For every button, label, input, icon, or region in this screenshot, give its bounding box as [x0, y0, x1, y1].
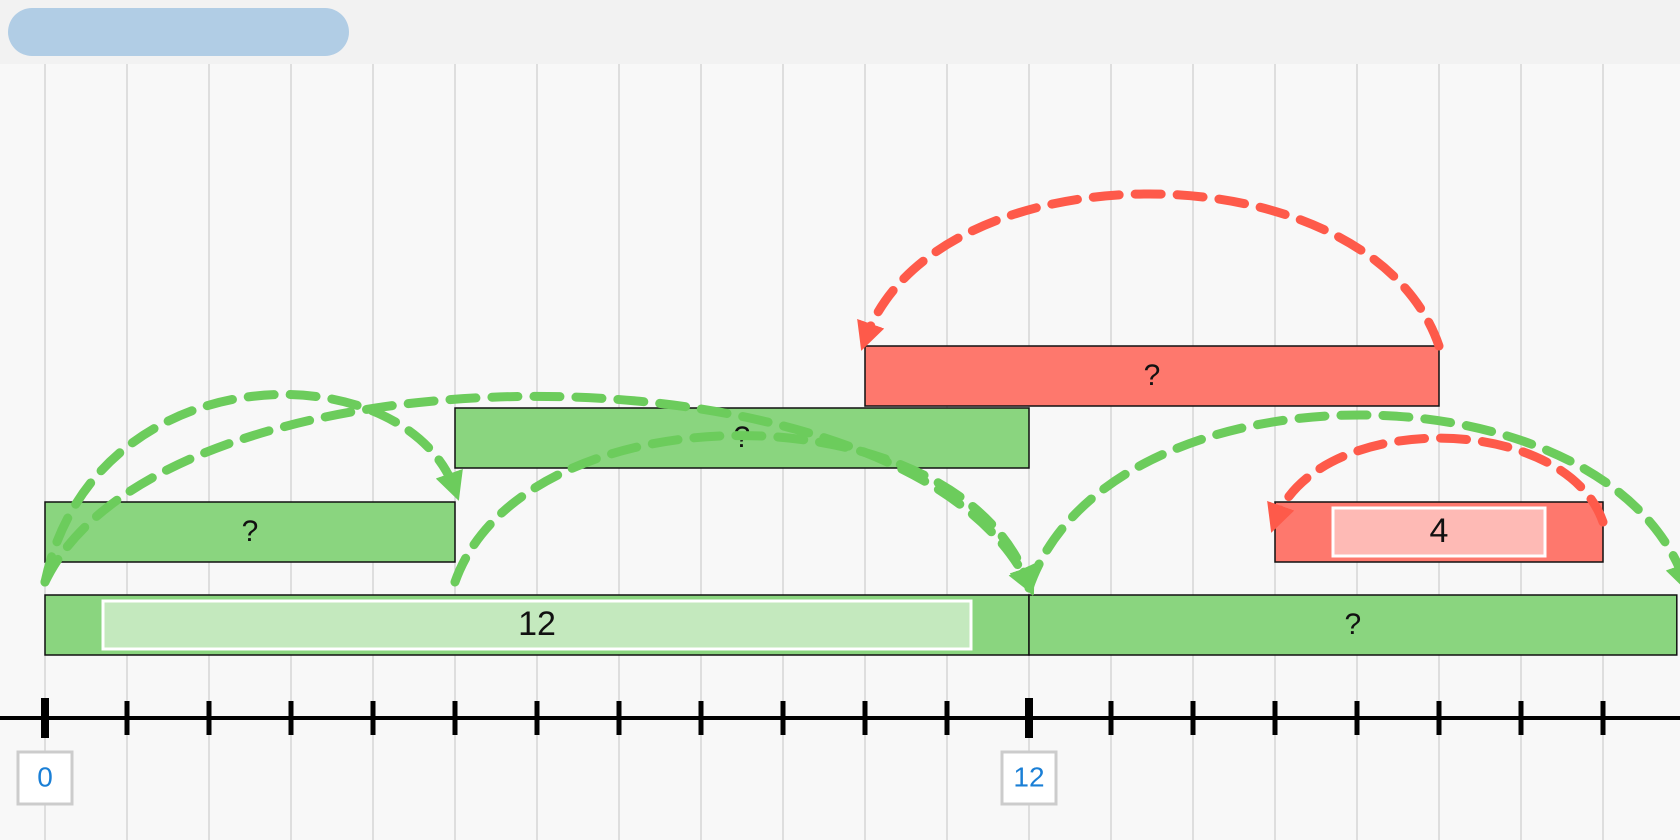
- tick-label-0[interactable]: 0: [16, 750, 74, 806]
- jump-arc-green[interactable]: [40, 391, 1035, 596]
- bar-label: 12: [518, 605, 556, 643]
- bar-green-low[interactable]: ?: [44, 501, 456, 563]
- bar-red-top[interactable]: ?: [864, 345, 1440, 407]
- tick-label-text: 0: [37, 761, 53, 792]
- bar-label: ?: [1144, 359, 1161, 392]
- tick-label-box: [1000, 750, 1058, 806]
- bar-label: 4: [1430, 512, 1449, 550]
- tick-label-box: [16, 750, 74, 806]
- bar-rect: [864, 345, 1440, 407]
- number-line-axis: [0, 698, 1680, 738]
- tick-labels: 0 12: [16, 750, 1058, 806]
- bar-value-box: [1331, 506, 1547, 558]
- bar-label: ?: [1345, 608, 1362, 641]
- tick-label-12[interactable]: 12: [1000, 750, 1058, 806]
- jump-arcs: [40, 189, 1680, 596]
- bar-rect: [1028, 594, 1678, 656]
- jump-arc-green[interactable]: [40, 390, 463, 587]
- bar-red-small[interactable]: 4: [1274, 501, 1604, 563]
- bar-value-box: [101, 599, 973, 651]
- toolbar-pill-button[interactable]: [8, 8, 349, 56]
- jump-arc-red[interactable]: [1267, 433, 1608, 533]
- jump-arc-green[interactable]: [1024, 410, 1680, 593]
- bar-base-left[interactable]: 12: [44, 594, 1030, 656]
- bar-base-right[interactable]: ?: [1028, 594, 1678, 656]
- bar-rect: [44, 501, 456, 563]
- jump-arc-green[interactable]: [450, 431, 1037, 596]
- bar-label: ?: [242, 515, 259, 548]
- jump-arc-red[interactable]: [857, 189, 1444, 351]
- toolbar: [0, 0, 1680, 64]
- bars: 12????4: [44, 345, 1678, 656]
- tick-label-text: 12: [1013, 761, 1044, 792]
